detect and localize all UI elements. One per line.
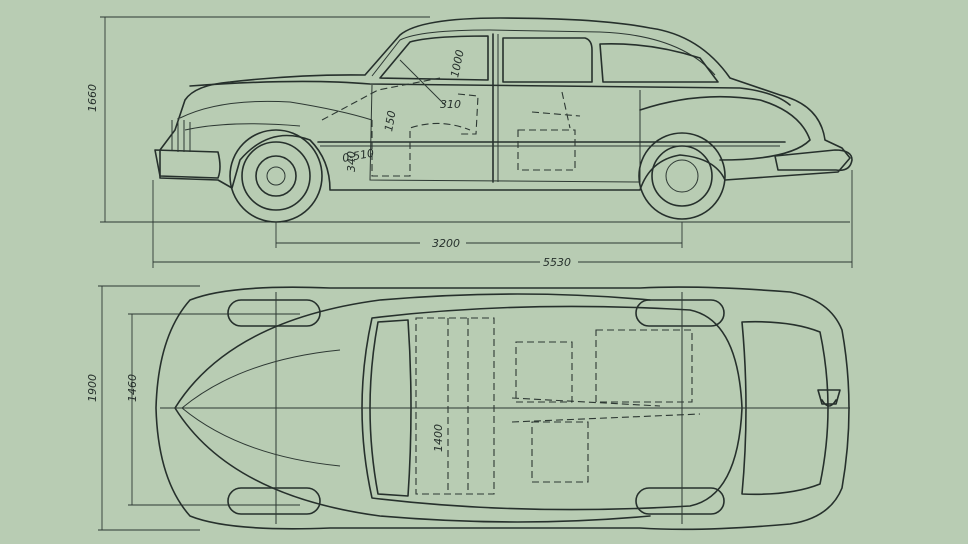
headroom-label: 1000 bbox=[448, 49, 467, 79]
rear-fender bbox=[639, 95, 811, 161]
floor-height-label: 340 bbox=[345, 151, 358, 172]
top-body-outline bbox=[155, 286, 850, 531]
roof-inner-line bbox=[371, 29, 716, 77]
headroom-line bbox=[399, 59, 446, 106]
rear-left-wheel bbox=[635, 299, 725, 327]
rear-seat-top bbox=[595, 329, 693, 403]
hood-crease bbox=[181, 349, 341, 467]
seat-depth-label: 0-510 bbox=[341, 147, 375, 165]
hood-line-top bbox=[174, 293, 651, 409]
interior-width-label: 1400 bbox=[432, 424, 445, 452]
cushion-height-label: 150 bbox=[382, 110, 398, 133]
length-label: 5530 bbox=[543, 256, 571, 269]
wheelbase-label: 3200 bbox=[432, 237, 460, 250]
front-seat-dashed bbox=[371, 120, 471, 177]
track-label: 1460 bbox=[126, 374, 139, 402]
driver-sightline bbox=[321, 77, 441, 121]
rear-quarter-window bbox=[599, 42, 719, 83]
trunk-emblem bbox=[817, 389, 841, 407]
front-right-wheel bbox=[227, 487, 321, 515]
seat-height-label: 310 bbox=[440, 98, 461, 111]
rear-floor-lines bbox=[511, 397, 701, 423]
jump-seat-right bbox=[531, 421, 589, 483]
height-label: 1660 bbox=[86, 84, 99, 112]
front-bench-dashed bbox=[415, 317, 495, 495]
trunk-lid bbox=[741, 320, 829, 496]
front-fender-line bbox=[184, 123, 301, 131]
rear-seatback-dashed bbox=[531, 91, 581, 129]
front-wheel bbox=[229, 129, 323, 223]
rear-wheel bbox=[638, 132, 726, 220]
rear-seat-dashed bbox=[517, 129, 576, 171]
front-door-window bbox=[379, 35, 489, 81]
rear-right-wheel bbox=[635, 487, 725, 515]
front-bumper bbox=[154, 149, 221, 179]
front-left-wheel bbox=[227, 299, 321, 327]
hood-line-bottom bbox=[174, 407, 651, 523]
door-outline bbox=[369, 84, 641, 183]
cabin-roof bbox=[361, 305, 743, 511]
side-body-outline bbox=[159, 17, 851, 191]
windshield bbox=[369, 319, 412, 497]
rear-bumper bbox=[774, 149, 853, 172]
front-fender-sweep bbox=[179, 100, 373, 121]
front-seatback-dashed bbox=[457, 93, 479, 135]
width-label: 1900 bbox=[86, 374, 99, 402]
top-view: 1900 1460 1400 bbox=[86, 285, 850, 531]
rear-door-window bbox=[502, 37, 593, 83]
grille bbox=[171, 118, 191, 152]
side-view: 3200 5530 1660 1000 310 150 340 0-510 bbox=[86, 16, 853, 269]
jump-seat-left bbox=[515, 341, 573, 403]
belt-line bbox=[189, 80, 791, 106]
